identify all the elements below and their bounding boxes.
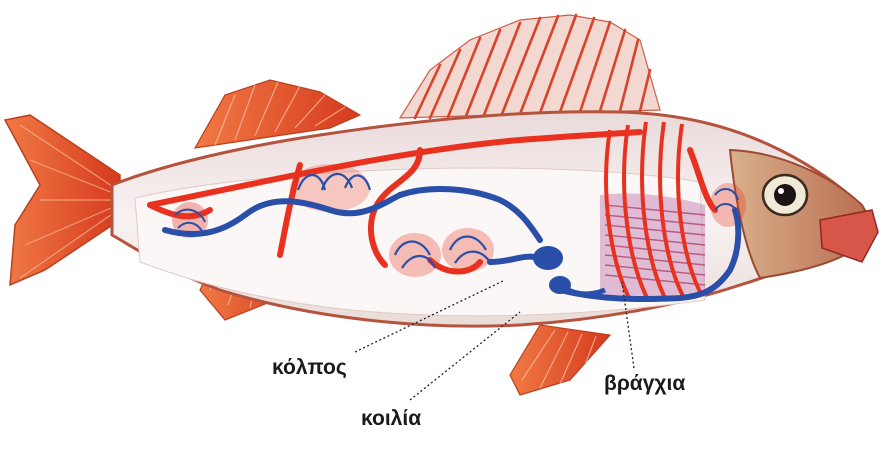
pelvic-fin: [510, 325, 610, 395]
tail-fin: [5, 115, 120, 285]
fish-eye: [763, 175, 807, 215]
capillary-head: [710, 183, 746, 227]
label-gills: βράγχια: [604, 373, 685, 394]
atrium-shape: [533, 246, 563, 270]
label-ventricle: κοιλία: [361, 408, 421, 429]
gill-region: [600, 193, 705, 297]
label-atrium: κόλπος: [272, 357, 347, 378]
dorsal-fin: [400, 15, 660, 118]
